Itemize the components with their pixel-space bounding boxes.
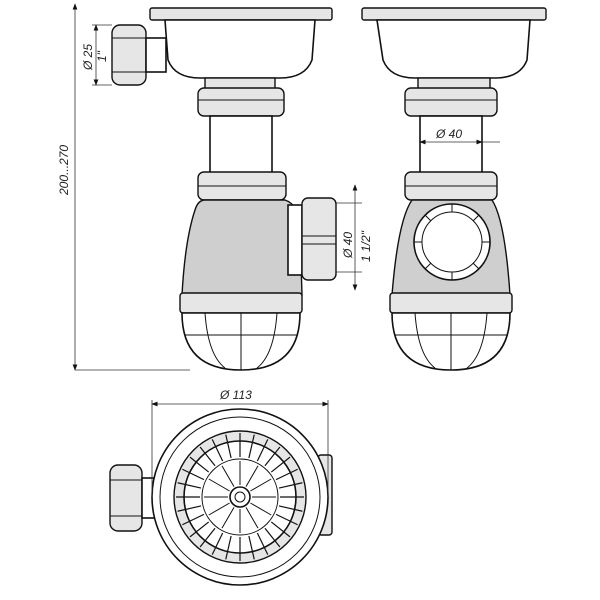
height-label: 200...270 — [57, 145, 71, 196]
outlet-diameter-label: Ø 40 — [341, 232, 355, 259]
strainer-slot — [270, 521, 291, 538]
strainer-slot — [264, 446, 281, 467]
strainer-slot — [182, 468, 205, 481]
upper-nut — [197, 87, 285, 117]
vertical-tube — [209, 115, 273, 175]
front-view — [361, 7, 547, 371]
outlet-nut — [287, 197, 337, 281]
strainer-slot — [189, 521, 210, 538]
strainer-slot — [211, 532, 224, 555]
strainer-slot — [225, 434, 232, 459]
strainer-slot — [211, 439, 224, 462]
sink-flange — [149, 7, 333, 21]
overflow-nut-top — [109, 464, 157, 532]
strainer-inner-rib — [208, 502, 230, 516]
strainer-inner-rib — [221, 507, 235, 529]
strainer-inner-rib — [245, 465, 259, 487]
bottom-cap — [179, 292, 303, 371]
strainer-slot — [177, 505, 202, 512]
side-view — [111, 7, 337, 371]
strainer-slot — [225, 535, 232, 560]
strainer-diameter-label: Ø 113 — [219, 388, 252, 402]
strainer-inner-rib — [221, 465, 235, 487]
strainer-bowl — [164, 19, 316, 79]
strainer-slot — [275, 468, 298, 481]
strainer-slot — [199, 446, 216, 467]
overflow-diameter-label: Ø 25 — [81, 44, 95, 71]
strainer-slot — [182, 513, 205, 526]
strainer-slot — [199, 527, 216, 548]
strainer-slot — [248, 535, 255, 560]
strainer-slot — [278, 505, 303, 512]
tube-dimension: Ø 40 — [419, 127, 500, 145]
strainer-slot — [275, 513, 298, 526]
outlet-dimension: Ø 40 1 1/2" — [336, 184, 373, 291]
strainer-slot — [256, 532, 269, 555]
center-plug — [229, 486, 251, 508]
top-view — [109, 408, 333, 586]
strainer-slot — [264, 527, 281, 548]
height-dimension: 200...270 — [57, 3, 190, 371]
outlet-thread-label: 1 1/2" — [359, 230, 373, 262]
strainer-slot — [248, 434, 255, 459]
strainer-inner-rib — [208, 478, 230, 492]
strainer-slot — [189, 456, 210, 473]
strainer-slot — [278, 482, 303, 489]
strainer-slot — [270, 456, 291, 473]
strainer-inner-rib — [250, 478, 272, 492]
strainer-slot — [256, 439, 269, 462]
strainer-slot — [177, 482, 202, 489]
overflow-dimension: Ø 25 1" — [81, 24, 112, 86]
siphon-body — [181, 199, 303, 296]
overflow-nut — [111, 24, 167, 86]
strainer-dimension: Ø 113 — [151, 388, 329, 497]
tube-diameter-label: Ø 40 — [435, 127, 462, 141]
strainer-inner-rib — [250, 502, 272, 516]
strainer-inner-rib — [245, 507, 259, 529]
overflow-thread-label: 1" — [95, 50, 109, 62]
